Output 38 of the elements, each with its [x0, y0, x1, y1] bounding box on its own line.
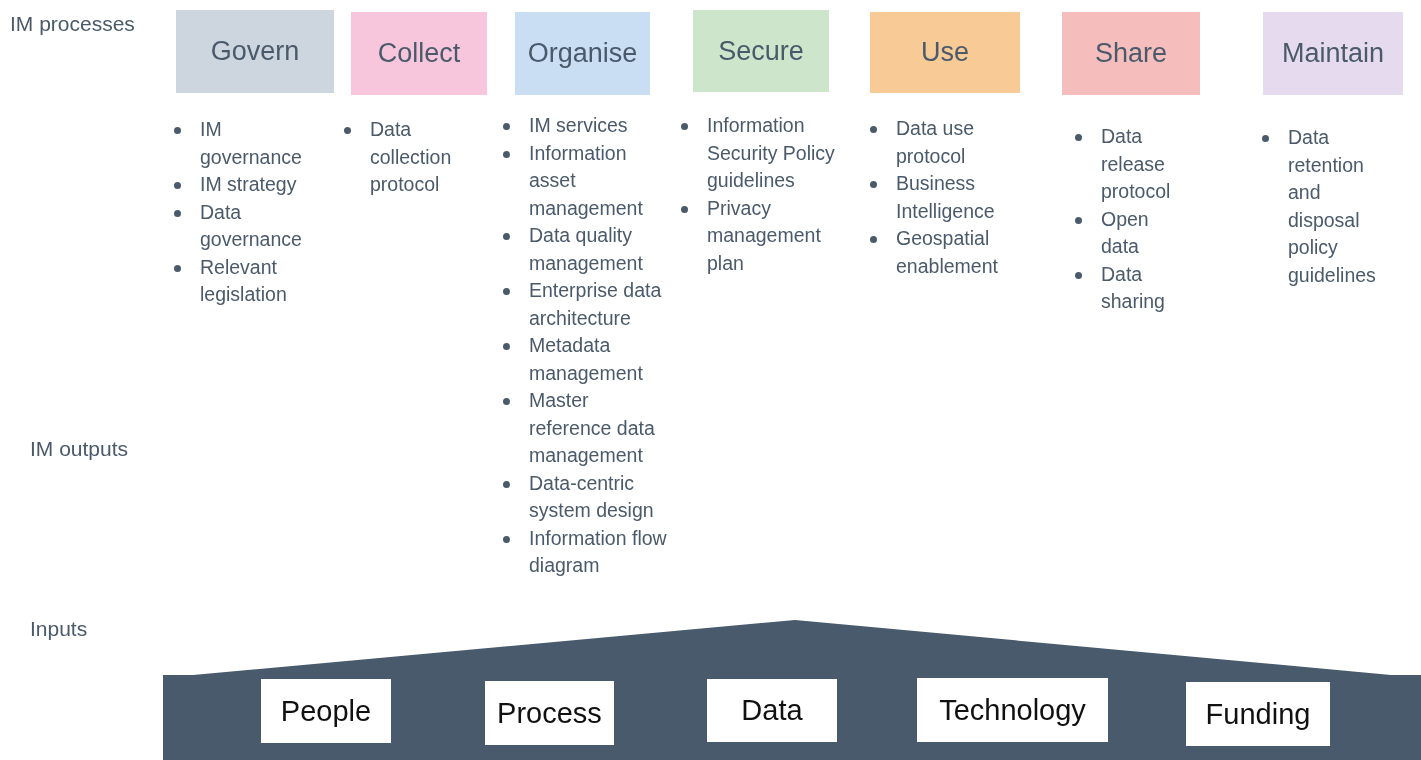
list-item: Data retention and disposal policy guidelines — [1288, 125, 1377, 288]
list-item: Master reference data management — [529, 388, 656, 468]
list-item: Open data — [1101, 206, 1150, 259]
inputs-band — [163, 618, 1421, 760]
list-item: Geospatial enablement — [896, 226, 999, 279]
process-box: Secure — [693, 10, 829, 92]
list-item: Enterprise data architecture — [529, 278, 663, 331]
process-box: Maintain — [1263, 12, 1403, 95]
input-box: Funding — [1186, 682, 1330, 746]
list-item: Privacy management plan — [707, 195, 822, 276]
process-box: Organise — [515, 12, 650, 95]
list-item: Data-centric system design — [529, 470, 655, 523]
list-item: Information asset management — [529, 140, 644, 221]
list-item: Information flow diagram — [529, 525, 668, 578]
list-item: Relevant legislation — [200, 254, 288, 307]
process-box: Govern — [176, 10, 334, 93]
input-box: Technology — [917, 678, 1108, 742]
list-item: Information Security Policy guidelines — [707, 113, 836, 193]
row-label: Inputs — [30, 617, 88, 641]
list-item: Data release protocol — [1101, 124, 1172, 204]
list-item: Data use protocol — [896, 116, 976, 169]
process-box: Use — [870, 12, 1020, 93]
process-box: Share — [1062, 12, 1200, 95]
input-box: People — [261, 679, 391, 743]
list-item: Business Intelligence — [896, 171, 996, 224]
list-item: Data governance — [200, 199, 303, 252]
list-item: IM governance — [200, 117, 303, 170]
input-box: Data — [707, 679, 837, 742]
list-item: Data sharing — [1101, 261, 1166, 314]
process-box: Collect — [351, 12, 487, 95]
input-box: Process — [485, 681, 614, 745]
row-label: IM outputs — [30, 437, 129, 461]
list-item: IM strategy — [200, 172, 298, 197]
list-item: IM services — [529, 113, 629, 138]
list-item: Data collection protocol — [370, 117, 453, 197]
list-item: Metadata management — [529, 333, 644, 386]
list-item: Data quality management — [529, 223, 644, 276]
row-label: IM processes — [10, 12, 135, 36]
